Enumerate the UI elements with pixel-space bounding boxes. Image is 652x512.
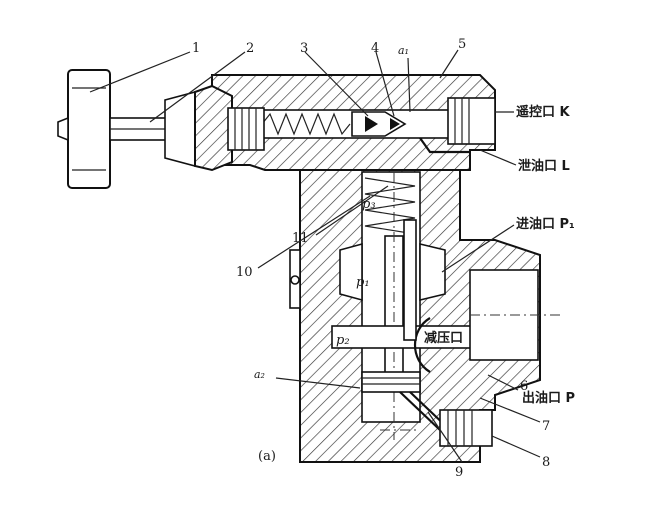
label-10: 10 (236, 265, 253, 280)
leader-lines (89, 49, 541, 463)
label-8: 8 (542, 455, 550, 470)
label-reduce-port: 减压口 (424, 330, 463, 346)
label-6: 6 (520, 379, 528, 394)
label-11: 11 (292, 231, 309, 246)
inlet-chamber (339, 242, 363, 302)
main-spring (364, 177, 416, 235)
label-1: 1 (192, 41, 200, 56)
label-a2: a₂ (254, 368, 265, 381)
handwheel-knob (57, 116, 69, 142)
figure-tag: (a) (258, 449, 276, 464)
label-outlet-port: 出油口 P (522, 390, 575, 406)
label-p1: p₁ (356, 275, 370, 290)
label-2: 2 (246, 41, 254, 56)
label-5: 5 (458, 37, 466, 52)
screw-fitting (227, 107, 265, 151)
label-remote-port: 遥控口 K (516, 104, 571, 120)
label-p3: p₃ (362, 197, 376, 212)
pilot-spring (261, 112, 351, 136)
label-7: 7 (542, 419, 550, 434)
remote-port-bore (447, 97, 496, 145)
label-a1: a₁ (398, 44, 409, 57)
label-9: 9 (455, 465, 463, 480)
plug-screw[interactable] (439, 409, 493, 447)
label-inlet-port: 进油口 P₁ (516, 216, 575, 232)
label-3: 3 (300, 41, 308, 56)
label-drain-port: 泄油口 L (518, 158, 570, 174)
damping-orifice (403, 219, 417, 341)
label-4: 4 (371, 41, 379, 56)
label-p2: p₂ (336, 333, 350, 348)
